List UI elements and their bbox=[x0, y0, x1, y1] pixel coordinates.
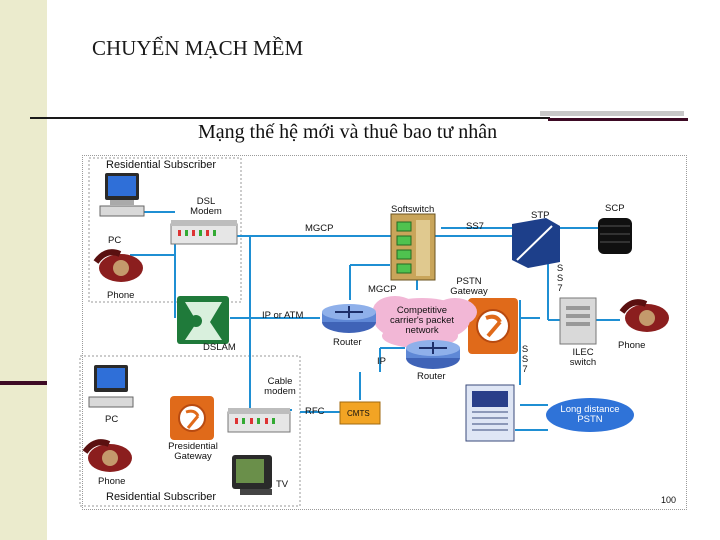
router-left-label: Router bbox=[333, 337, 362, 348]
cable-modem-icon bbox=[227, 408, 291, 433]
phone-top-label: Phone bbox=[107, 290, 135, 301]
phone-right-label: Phone bbox=[618, 340, 646, 351]
title-underline bbox=[30, 117, 550, 119]
residential-gateway-icon bbox=[170, 396, 214, 440]
scp-icon bbox=[598, 218, 632, 254]
ip-label: IP bbox=[377, 356, 386, 367]
pc-bottom-icon bbox=[88, 365, 134, 408]
stp-icon bbox=[512, 218, 560, 268]
tv-icon bbox=[232, 455, 272, 495]
long-distance-pstn-label: Long distance PSTN bbox=[560, 404, 620, 425]
phone-top-icon bbox=[93, 249, 143, 282]
mgcp-mid-label: MGCP bbox=[368, 284, 397, 295]
mgcp-top-label: MGCP bbox=[305, 223, 334, 234]
diagram-frame bbox=[82, 155, 687, 510]
competitive-cloud bbox=[373, 296, 477, 348]
ilec-switch-icon bbox=[559, 297, 597, 345]
router-left-icon bbox=[322, 304, 376, 333]
pstn-switch-rack-icon bbox=[465, 384, 515, 442]
page-number: 100 bbox=[660, 495, 676, 505]
ilec-switch-label: ILEC switch bbox=[569, 347, 597, 368]
rfc-label: RFC bbox=[305, 406, 325, 417]
cmts-label: CMTS bbox=[347, 409, 370, 418]
phone-bottom-label: Phone bbox=[98, 476, 126, 487]
residential-box-bottom bbox=[79, 355, 301, 507]
residential-box-top bbox=[88, 157, 242, 303]
dslam-icon bbox=[177, 296, 229, 344]
residential-gateway-label: Presidential Gateway bbox=[168, 441, 218, 462]
pstn-gateway-icon bbox=[468, 298, 518, 354]
pc-top-label: PC bbox=[108, 235, 122, 246]
phone-right-icon bbox=[619, 299, 669, 332]
phone-bottom-icon bbox=[82, 439, 132, 472]
pc-bottom-label: PC bbox=[105, 414, 119, 425]
competitive-network-label: Competitive carrier's packet network bbox=[389, 305, 455, 336]
left-decor-strip bbox=[0, 0, 47, 540]
softswitch-label: Softswitch bbox=[391, 204, 435, 215]
residential-subscriber-bottom-title: Residential Subscriber bbox=[104, 491, 219, 503]
router-right-label: Router bbox=[417, 371, 446, 382]
slide-title: CHUYỂN MẠCH MỀM bbox=[92, 36, 304, 60]
long-distance-pstn-shape bbox=[546, 398, 634, 432]
dsl-modem-icon bbox=[170, 220, 238, 245]
ss7-right-vertical-label: S S 7 bbox=[556, 263, 564, 294]
cable-modem-label: Cable modem bbox=[264, 376, 296, 397]
router-right-icon bbox=[406, 340, 460, 369]
cmts-icon bbox=[339, 401, 381, 425]
pstn-gateway-label: PSTN Gateway bbox=[450, 276, 488, 297]
residential-subscriber-top-title: Residential Subscriber bbox=[104, 159, 219, 171]
dark-accent-bar bbox=[548, 118, 688, 121]
grey-accent-bar bbox=[540, 111, 684, 116]
ss7-top-label: SS7 bbox=[466, 221, 484, 232]
left-dark-bar bbox=[0, 381, 47, 385]
pc-top-icon bbox=[99, 173, 145, 217]
slide-subtitle: Mạng thế hệ mới và thuê bao tư nhân bbox=[198, 121, 498, 143]
dslam-label: DSLAM bbox=[203, 342, 236, 353]
stp-label: STP bbox=[531, 210, 550, 221]
dsl-modem-label: DSL Modem bbox=[190, 196, 222, 217]
tv-label: TV bbox=[276, 479, 289, 490]
ss7-mid-vertical-label: S S 7 bbox=[521, 344, 529, 375]
ip-or-atm-label: IP or ATM bbox=[262, 310, 304, 321]
softswitch-icon bbox=[390, 213, 436, 281]
scp-label: SCP bbox=[605, 203, 625, 214]
